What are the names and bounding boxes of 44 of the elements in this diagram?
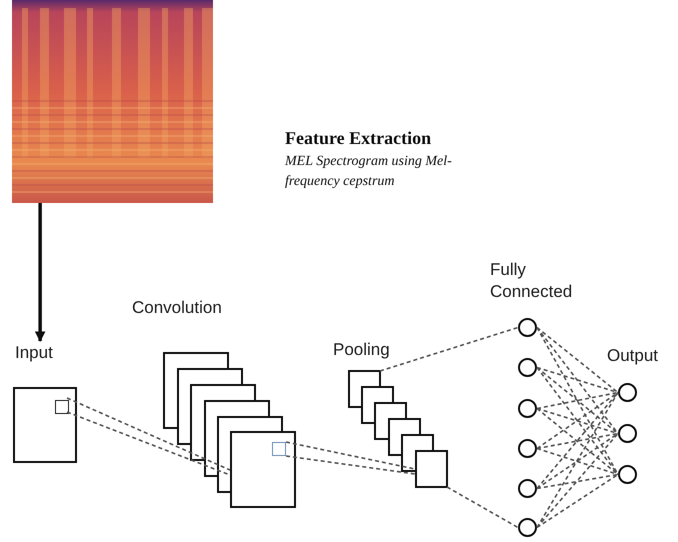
filter-square: [55, 400, 69, 414]
layer-label: Convolution: [132, 297, 223, 319]
layer-label: Fully Connected: [490, 259, 570, 304]
layer-label: Input: [15, 343, 53, 363]
connection-line: [536, 432, 619, 528]
neuron-circle: [518, 399, 537, 418]
filter-square: [272, 442, 286, 456]
connection-line: [536, 432, 618, 450]
neuron-circle: [518, 358, 537, 377]
connection-line: [286, 441, 416, 470]
connection-line: [536, 327, 619, 475]
description-text: MEL Spectrogram using Mel-frequency cepstrum: [285, 153, 453, 192]
neuron-circle: [518, 479, 537, 498]
connection-line: [536, 448, 618, 476]
connection-line: [536, 366, 618, 394]
section-heading: Feature Extraction: [285, 128, 432, 149]
connection-line: [536, 366, 618, 434]
neuron-circle: [618, 424, 637, 443]
spectrogram-picture: [12, 0, 213, 203]
connection-line: [536, 474, 618, 490]
neuron-circle: [518, 439, 537, 458]
connection-line: [446, 486, 518, 528]
connection-line: [536, 408, 618, 434]
connection-line: [536, 392, 618, 410]
connection-line: [536, 392, 618, 450]
connection-line: [536, 326, 618, 394]
layer-label: Pooling: [333, 339, 391, 361]
connection-line: [536, 408, 618, 476]
neuron-circle: [618, 465, 637, 484]
connection-line: [66, 397, 230, 471]
connection-line: [536, 474, 618, 528]
connection-line: [286, 455, 416, 475]
neuron-circle: [518, 318, 537, 337]
connection-line: [536, 392, 619, 490]
connection-line: [536, 327, 619, 434]
arrow: [34, 203, 46, 342]
neuron-circle: [518, 518, 537, 537]
layer-label: Output: [607, 345, 660, 367]
connection-line: [66, 411, 230, 476]
connection-line: [536, 392, 619, 528]
neuron-circle: [618, 383, 637, 402]
connection-line: [380, 326, 518, 372]
connection-line: [536, 432, 618, 490]
connection-line: [536, 367, 619, 475]
